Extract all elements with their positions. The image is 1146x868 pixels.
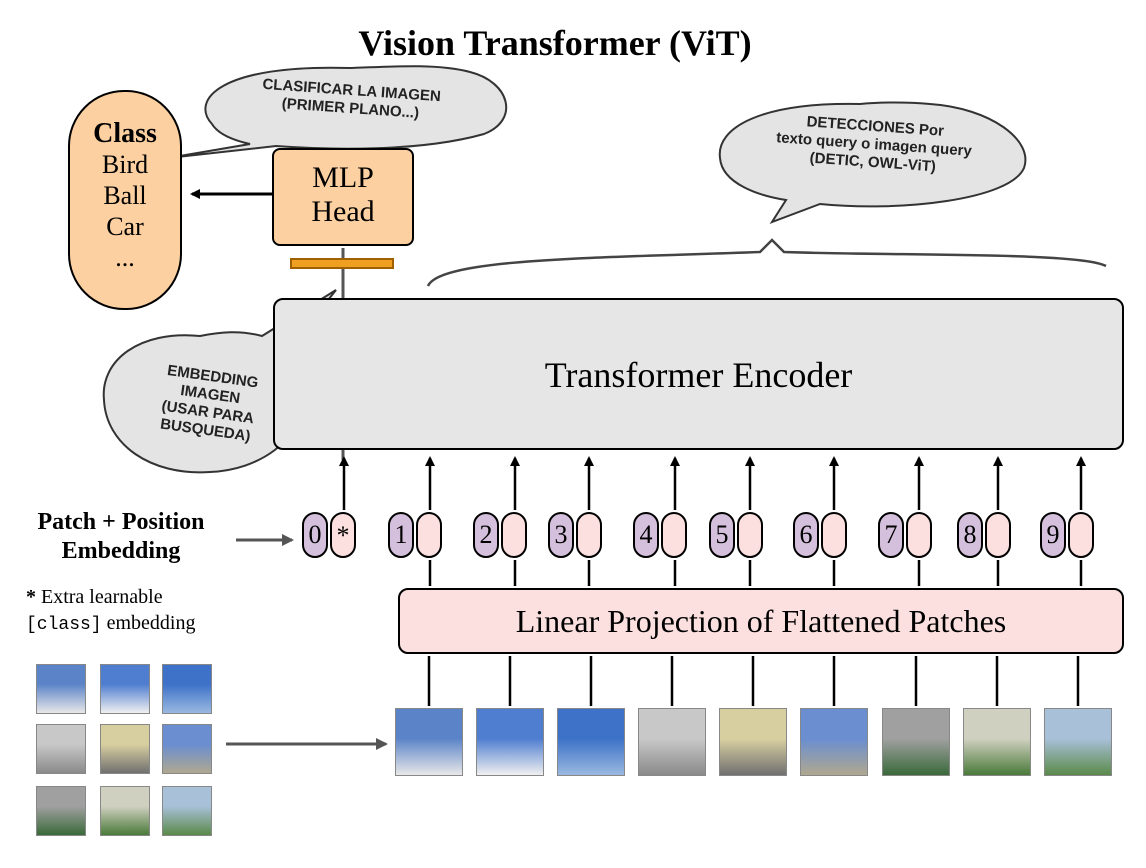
image-patch — [719, 708, 787, 776]
image-patch — [476, 708, 544, 776]
patch-embedding-token: * — [330, 512, 356, 558]
image-patch — [800, 708, 868, 776]
patch-embedding-token — [501, 512, 527, 558]
grid-image-patch — [162, 786, 212, 836]
position-embedding-token: 0 — [302, 512, 328, 558]
class-item: Car — [106, 212, 144, 241]
image-patch — [557, 708, 625, 776]
class-item: ... — [115, 243, 135, 272]
transformer-encoder-box: Transformer Encoder — [273, 298, 1124, 450]
patch-embedding-token — [1068, 512, 1094, 558]
grid-image-patch — [100, 786, 150, 836]
position-embedding-token: 5 — [709, 512, 735, 558]
grid-image-patch — [162, 724, 212, 774]
patch-embedding-token — [661, 512, 687, 558]
token-arrows — [339, 456, 1086, 586]
patch-embedding-token — [737, 512, 763, 558]
class-item: Bird — [101, 150, 149, 179]
patch-position-line1: Patch + Position — [37, 509, 205, 535]
patch-embedding-token — [416, 512, 442, 558]
position-embedding-token: 3 — [548, 512, 574, 558]
extra-note-line2: embedding — [101, 612, 196, 634]
mlp-head-box: MLP Head — [272, 148, 414, 246]
patch-lines — [427, 656, 1080, 706]
image-patch — [638, 708, 706, 776]
grid-image-patch — [36, 664, 86, 714]
grid-image-patch — [36, 786, 86, 836]
position-embedding-token: 9 — [1040, 512, 1066, 558]
patch-embedding-token — [985, 512, 1011, 558]
class-header: Class — [93, 118, 157, 149]
detections-bubble — [718, 101, 1027, 224]
patch-embedding-token — [576, 512, 602, 558]
patch-position-line2: Embedding — [61, 538, 181, 564]
position-embedding-token: 8 — [957, 512, 983, 558]
position-embedding-token: 7 — [878, 512, 904, 558]
class-output-box: Class Bird Ball Car ... — [68, 90, 182, 310]
grid-image-patch — [36, 724, 86, 774]
position-embedding-token: 1 — [388, 512, 414, 558]
patch-position-label: Patch + Position Embedding — [10, 508, 232, 566]
linear-projection-box: Linear Projection of Flattened Patches — [398, 588, 1124, 654]
class-token-output-bar — [290, 258, 394, 269]
image-patch — [395, 708, 463, 776]
class-token-mono: [class] — [26, 615, 102, 635]
mlp-head-line1: MLP — [312, 161, 374, 194]
asterisk: * — [26, 586, 36, 608]
image-patch — [963, 708, 1031, 776]
grid-image-patch — [100, 664, 150, 714]
image-patch — [1044, 708, 1112, 776]
grid-image-patch — [100, 724, 150, 774]
position-embedding-token: 2 — [473, 512, 499, 558]
extra-note-line1: Extra learnable — [36, 586, 163, 608]
class-item: Ball — [103, 181, 147, 210]
position-embedding-token: 6 — [793, 512, 819, 558]
image-patch — [882, 708, 950, 776]
grid-image-patch — [162, 664, 212, 714]
patch-embedding-token — [906, 512, 932, 558]
encoder-brace — [426, 238, 1107, 287]
diagram-title: Vision Transformer (ViT) — [358, 23, 752, 63]
extra-learnable-note: * Extra learnable [class] embedding — [26, 584, 196, 638]
mlp-head-line2: Head — [311, 195, 375, 228]
position-embedding-token: 4 — [633, 512, 659, 558]
patch-embedding-token — [821, 512, 847, 558]
